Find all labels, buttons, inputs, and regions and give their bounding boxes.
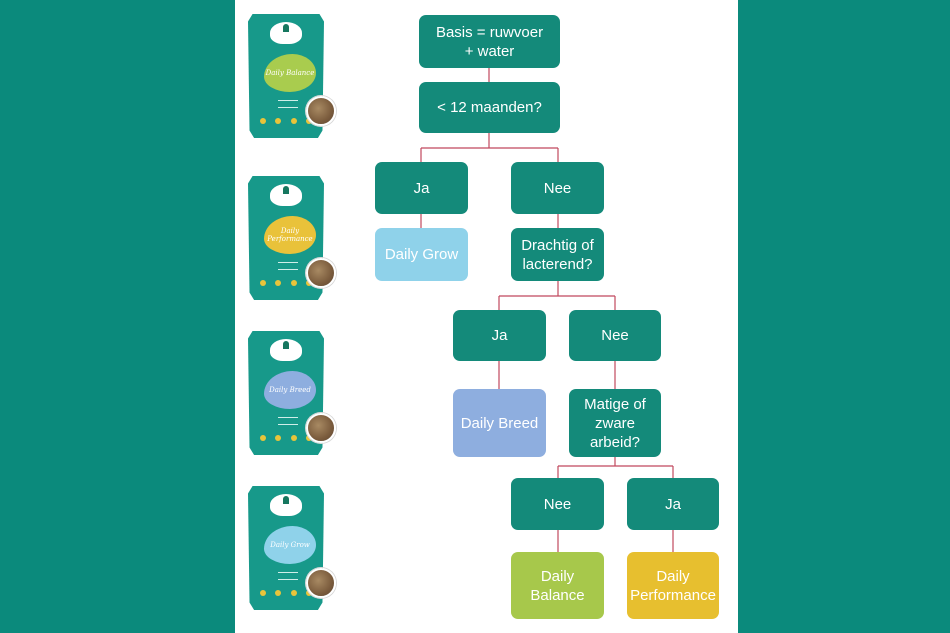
product-name: Daily Breed — [269, 386, 311, 394]
brand-logo-icon — [270, 184, 302, 206]
age-no-node: Nee — [511, 162, 604, 214]
product-name: Daily Grow — [270, 541, 310, 549]
brand-logo-icon — [270, 22, 302, 44]
daily-performance-label: Daily Performance — [630, 567, 716, 604]
pregnant-yes-node: Ja — [453, 310, 546, 361]
product-label-blob: Daily Breed — [264, 371, 316, 409]
basis-label: Basis = ruwvoer + water — [435, 23, 544, 60]
daily-balance-label: Daily Balance — [530, 567, 585, 604]
age-no-label: Nee — [543, 179, 572, 197]
bag-text-lines — [278, 417, 298, 425]
age-yes-label: Ja — [413, 179, 430, 197]
bag-text-lines — [278, 100, 298, 108]
bag-text-lines — [278, 572, 298, 580]
pellets-icon — [306, 96, 336, 126]
result-daily-performance: Daily Performance — [627, 552, 719, 619]
brand-logo-icon — [270, 494, 302, 516]
pellets-icon — [306, 413, 336, 443]
product-bag-icon: Daily Balance — [248, 14, 324, 138]
work-yes-label: Ja — [665, 495, 681, 513]
work-no-label: Nee — [543, 495, 572, 513]
daily-grow-label: Daily Grow — [384, 246, 459, 263]
pellets-icon — [306, 568, 336, 598]
work-question-node: Matige of zware arbeid? — [569, 389, 661, 457]
pellets-icon — [306, 258, 336, 288]
product-label-blob: Daily Grow — [264, 526, 316, 564]
age-question-label: < 12 maanden? — [437, 99, 542, 116]
brand-logo-icon — [270, 339, 302, 361]
pregnant-yes-label: Ja — [491, 327, 508, 344]
pregnant-question-label: Drachtig of lacterend? — [521, 236, 594, 273]
result-daily-breed: Daily Breed — [453, 389, 546, 457]
pregnant-no-node: Nee — [569, 310, 661, 361]
work-question-label: Matige of zware arbeid? — [584, 395, 646, 451]
work-no-node: Nee — [511, 478, 604, 530]
bag-text-lines — [278, 262, 298, 270]
pregnant-question-node: Drachtig of lacterend? — [511, 228, 604, 281]
product-bag-icon: Daily Grow — [248, 486, 324, 610]
product-name: Daily Balance — [265, 69, 315, 77]
product-label-blob: Daily Performance — [264, 216, 316, 254]
pregnant-no-label: Nee — [601, 327, 629, 344]
age-question-node: < 12 maanden? — [419, 82, 560, 133]
product-label-blob: Daily Balance — [264, 54, 316, 92]
result-daily-grow: Daily Grow — [375, 228, 468, 281]
result-daily-balance: Daily Balance — [511, 552, 604, 619]
daily-breed-label: Daily Breed — [460, 414, 539, 432]
work-yes-node: Ja — [627, 478, 719, 530]
basis-node: Basis = ruwvoer + water — [419, 15, 560, 68]
age-yes-node: Ja — [375, 162, 468, 214]
product-name: Daily Performance — [267, 227, 313, 243]
